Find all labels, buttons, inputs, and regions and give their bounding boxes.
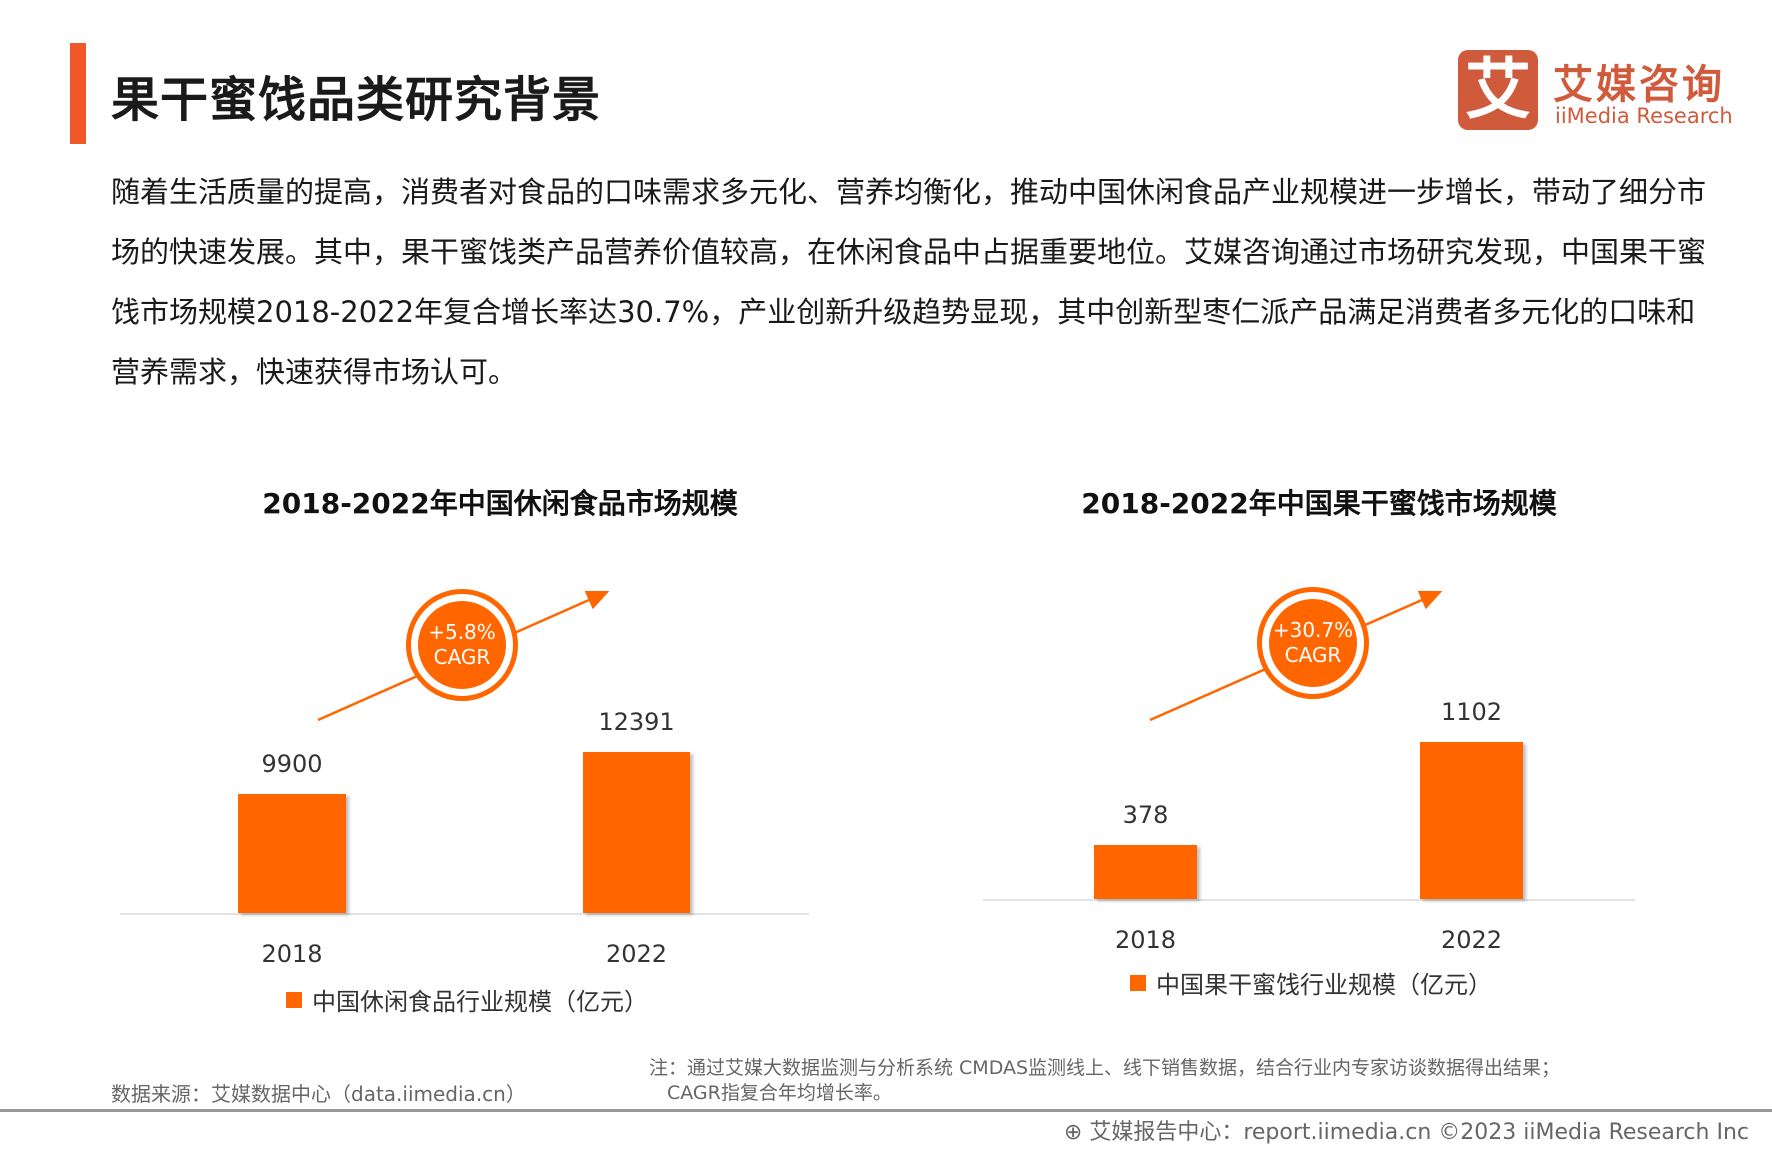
data-label: 1102	[1440, 698, 1503, 726]
legend: 中国果干蜜饯行业规模（亿元）	[1130, 965, 1492, 1000]
intro-paragraph: 随着生活质量的提高，消费者对食品的口味需求多元化、营养均衡化，推动中国休闲食品产…	[111, 175, 1707, 389]
chart-title: 2018-2022年中国果干蜜饯市场规模	[1081, 487, 1557, 520]
x-tick-label: 2018	[1114, 926, 1177, 954]
logo-text-en: iiMedia Research	[1555, 104, 1733, 128]
globe-icon: ⊕	[1063, 1120, 1090, 1145]
bar-2022	[1420, 742, 1523, 899]
legend: 中国休闲食品行业规模（亿元）	[286, 982, 648, 1017]
cagr-label: CAGR	[433, 645, 491, 669]
legend-label: 中国果干蜜饯行业规模（亿元）	[1156, 971, 1492, 999]
data-label: 9900	[261, 750, 323, 778]
cagr-value: +5.8%	[428, 620, 496, 644]
legend-label: 中国休闲食品行业规模（亿元）	[312, 988, 648, 1016]
footer-text: ⊕ 艾媒报告中心：report.iimedia.cn ©2023 iiMedia…	[1064, 1114, 1749, 1146]
note: 注：通过艾媒大数据监测与分析系统 CMDAS监测线上、线下销售数据，结合行业内专…	[649, 1056, 1560, 1106]
cagr-value: +30.7%	[1272, 618, 1354, 642]
note-line-2: CAGR指复合年均增长率。	[667, 1082, 892, 1104]
logo-text-cn: 艾媒咨询	[1553, 62, 1725, 108]
legend-swatch	[1130, 974, 1146, 991]
page-title: 果干蜜饯品类研究背景	[111, 72, 602, 128]
data-label: 12391	[598, 708, 675, 736]
x-tick-label: 2018	[261, 940, 323, 968]
legend-swatch	[286, 991, 302, 1008]
title-accent-bar	[70, 43, 86, 144]
x-tick-label: 2022	[605, 940, 668, 968]
bar-2018	[1094, 845, 1197, 899]
cagr-badge: +5.8%CAGR	[406, 589, 518, 701]
footer-copyright: 艾媒报告中心：report.iimedia.cn ©2023 iiMedia R…	[1089, 1120, 1749, 1145]
data-source: 数据来源：艾媒数据中心（data.iimedia.cn）	[111, 1082, 526, 1106]
x-axis-line	[120, 913, 809, 915]
x-axis-line	[983, 899, 1635, 901]
chart-title: 2018-2022年中国休闲食品市场规模	[262, 487, 738, 520]
cagr-label: CAGR	[1284, 643, 1342, 667]
bar-2022	[583, 752, 690, 913]
bar-2018	[238, 794, 346, 913]
data-label: 378	[1122, 801, 1169, 829]
logo-icon: 艾	[1458, 50, 1538, 130]
cagr-badge: +30.7%CAGR	[1257, 587, 1369, 699]
x-tick-label: 2022	[1440, 926, 1503, 954]
note-line-1: 注：通过艾媒大数据监测与分析系统 CMDAS监测线上、线下销售数据，结合行业内专…	[649, 1057, 1561, 1079]
footer-divider	[0, 1109, 1772, 1112]
